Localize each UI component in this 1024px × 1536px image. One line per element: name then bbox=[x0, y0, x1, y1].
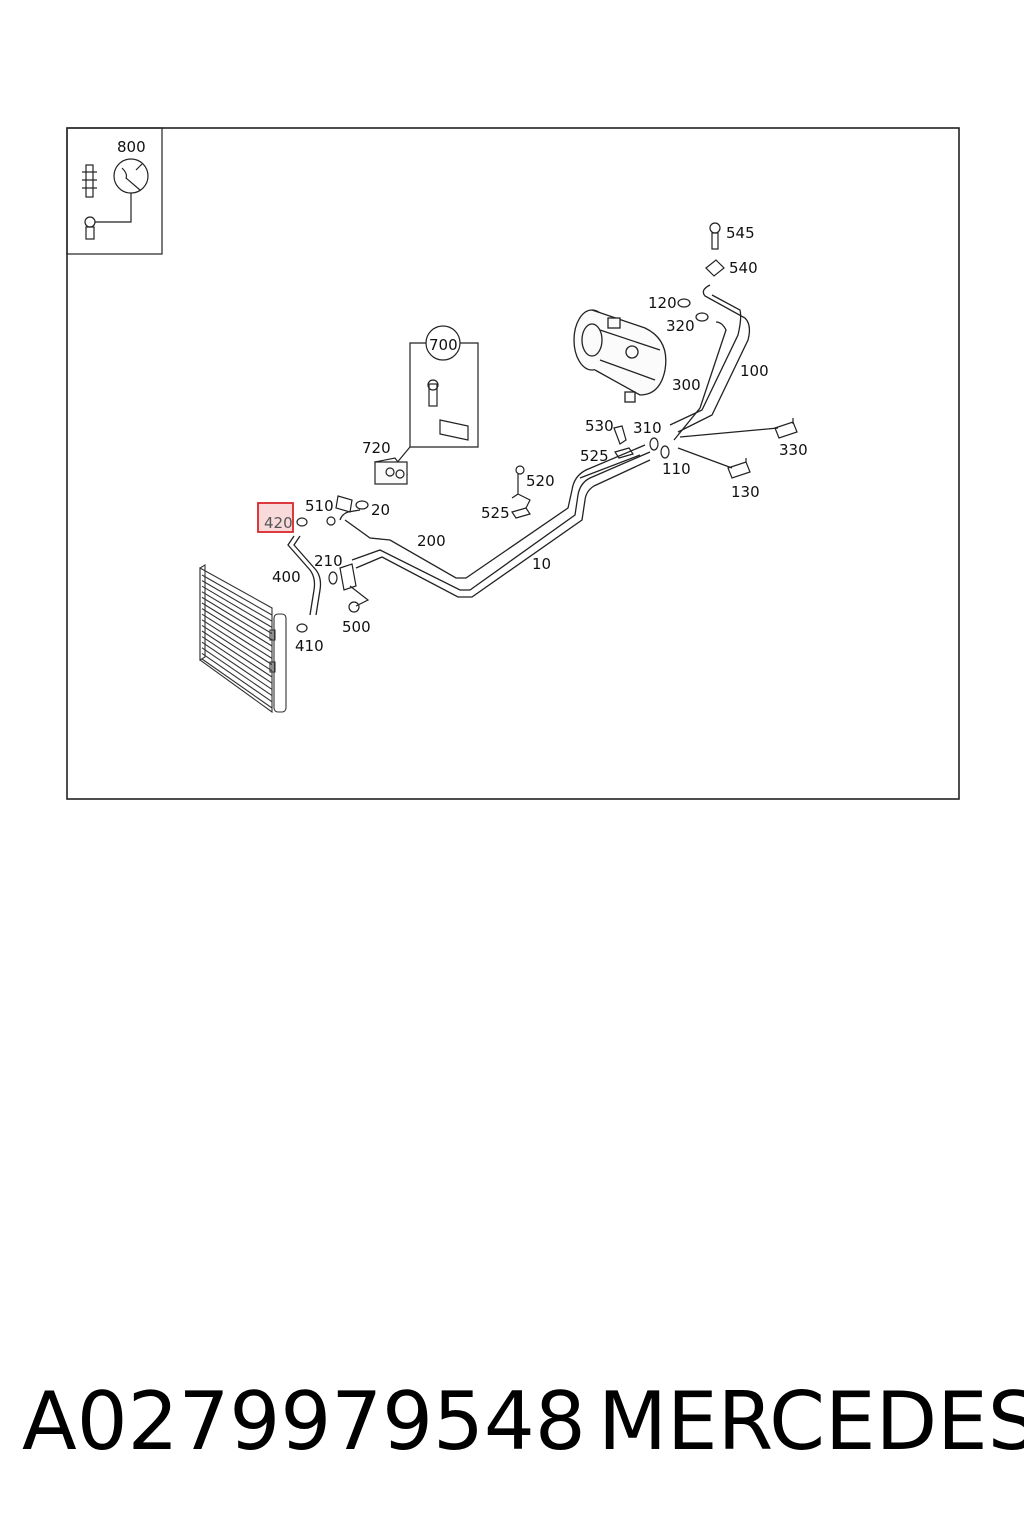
label-120[interactable]: 120 bbox=[648, 294, 677, 312]
clip-540 bbox=[705, 259, 725, 277]
pipe-100 bbox=[669, 284, 751, 441]
bracket-520 bbox=[511, 465, 531, 509]
seal-120 bbox=[677, 298, 691, 308]
label-320[interactable]: 320 bbox=[666, 317, 695, 335]
seal-110 bbox=[660, 445, 670, 459]
label-10[interactable]: 10 bbox=[532, 555, 551, 573]
bolt-545 bbox=[709, 222, 721, 250]
compressor-300 bbox=[573, 309, 667, 403]
bracket-plate bbox=[335, 495, 353, 513]
condenser bbox=[199, 564, 287, 714]
label-310[interactable]: 310 bbox=[633, 419, 662, 437]
label-400[interactable]: 400 bbox=[272, 568, 301, 586]
label-720[interactable]: 720 bbox=[362, 439, 391, 457]
label-540[interactable]: 540 bbox=[729, 259, 758, 277]
part-number: A0279979548 bbox=[22, 1375, 586, 1468]
nut-510 bbox=[326, 516, 336, 526]
label-800[interactable]: 800 bbox=[117, 138, 146, 156]
label-210[interactable]: 210 bbox=[314, 552, 343, 570]
label-525-upper[interactable]: 525 bbox=[580, 447, 609, 465]
seal-310 bbox=[649, 437, 659, 451]
footer: A0279979548 MERCEDES bbox=[0, 1372, 1024, 1472]
label-700[interactable]: 700 bbox=[429, 336, 458, 354]
label-110[interactable]: 110 bbox=[662, 460, 691, 478]
nut-500 bbox=[348, 601, 360, 613]
bracket-530 bbox=[613, 425, 627, 445]
bracket-210 bbox=[328, 563, 370, 607]
label-520[interactable]: 520 bbox=[526, 472, 555, 490]
wrench-icon bbox=[82, 158, 149, 240]
label-420[interactable]: 420 bbox=[264, 514, 293, 532]
seal-410 bbox=[296, 623, 308, 633]
label-330[interactable]: 330 bbox=[779, 441, 808, 459]
label-525-lower[interactable]: 525 bbox=[481, 504, 510, 522]
seal-320 bbox=[695, 312, 709, 322]
label-545[interactable]: 545 bbox=[726, 224, 755, 242]
inset-box-800 bbox=[66, 127, 163, 255]
block-720 bbox=[374, 457, 408, 485]
diagram-frame bbox=[66, 127, 960, 800]
seal-20 bbox=[355, 500, 369, 510]
plate-525-lower bbox=[511, 507, 531, 519]
label-500[interactable]: 500 bbox=[342, 618, 371, 636]
highlight-420 bbox=[257, 502, 294, 533]
label-20[interactable]: 20 bbox=[371, 501, 390, 519]
seal-420 bbox=[296, 517, 308, 527]
label-100[interactable]: 100 bbox=[740, 362, 769, 380]
label-130[interactable]: 130 bbox=[731, 483, 760, 501]
label-300[interactable]: 300 bbox=[672, 376, 701, 394]
label-200[interactable]: 200 bbox=[417, 532, 446, 550]
label-510[interactable]: 510 bbox=[305, 497, 334, 515]
label-530[interactable]: 530 bbox=[585, 417, 614, 435]
pipe-10-200 bbox=[339, 444, 651, 598]
bolt-130 bbox=[677, 447, 751, 479]
brand-name: MERCEDES bbox=[598, 1375, 1024, 1468]
pipe-400 bbox=[287, 535, 322, 616]
label-410[interactable]: 410 bbox=[295, 637, 324, 655]
bolt-330 bbox=[679, 418, 798, 439]
